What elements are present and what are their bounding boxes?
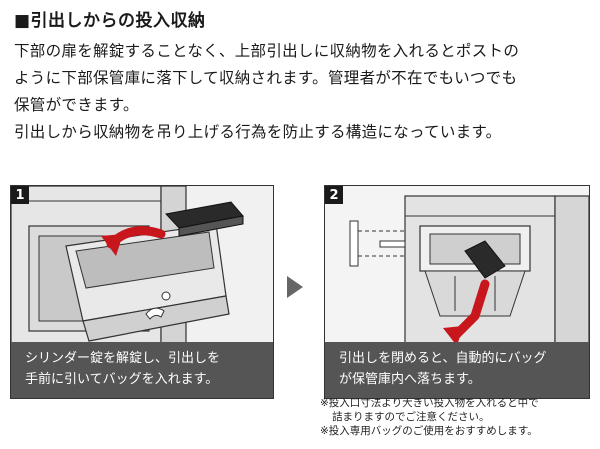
caption-line: が保管庫内へ落ちます。 [339, 372, 481, 387]
step-1-panel: 1 シリンダー錠を解錠し、引出しを 手前に引いてバッグを入れます。 [10, 185, 274, 399]
caption-line: 引出しを閉めると、自動的にバッグ [339, 351, 547, 366]
description-line: 保管ができます。 [14, 96, 139, 114]
caption-line: シリンダー錠を解錠し、引出しを [25, 351, 221, 366]
description-line: 下部の扉を解錠することなく、上部引出しに収納物を入れるとポストの [14, 42, 520, 60]
description-line: ように下部保管庫に落下して収納されます。管理者が不在でもいつでも [14, 69, 518, 87]
step-2-caption: 引出しを閉めると、自動的にバッグ が保管庫内へ落ちます。 [325, 342, 589, 398]
step-1-number-badge: 1 [11, 186, 29, 204]
step-2-number-badge: 2 [325, 186, 343, 204]
footnote-line: 詰まりますのでご注意ください。 [332, 411, 490, 423]
drawer-insert-illustration [11, 186, 273, 398]
footnote-line: ※投入口寸法より大きい投入物を入れると中で [320, 397, 539, 409]
step-2-panel: 2 引出しを閉めると、自動的にバッグ が保管庫内へ落ちます。 [324, 185, 590, 399]
description-text: 下部の扉を解錠することなく、上部引出しに収納物を入れるとポストの ように下部保管… [14, 38, 594, 146]
step-1-caption: シリンダー錠を解錠し、引出しを 手前に引いてバッグを入れます。 [11, 342, 273, 398]
footnotes: ※投入口寸法より大きい投入物を入れると中で 詰まりますのでご注意ください。 ※投… [320, 396, 596, 438]
section-title: ■引出しからの投入収納 [14, 11, 206, 31]
footnote-line: ※投入専用バッグのご使用をおすすめします。 [320, 425, 538, 437]
description-line: 引出しから収納物を吊り上げる行為を防止する構造になっています。 [14, 123, 502, 141]
caption-line: 手前に引いてバッグを入れます。 [25, 372, 219, 387]
next-step-arrow-icon [287, 276, 303, 298]
